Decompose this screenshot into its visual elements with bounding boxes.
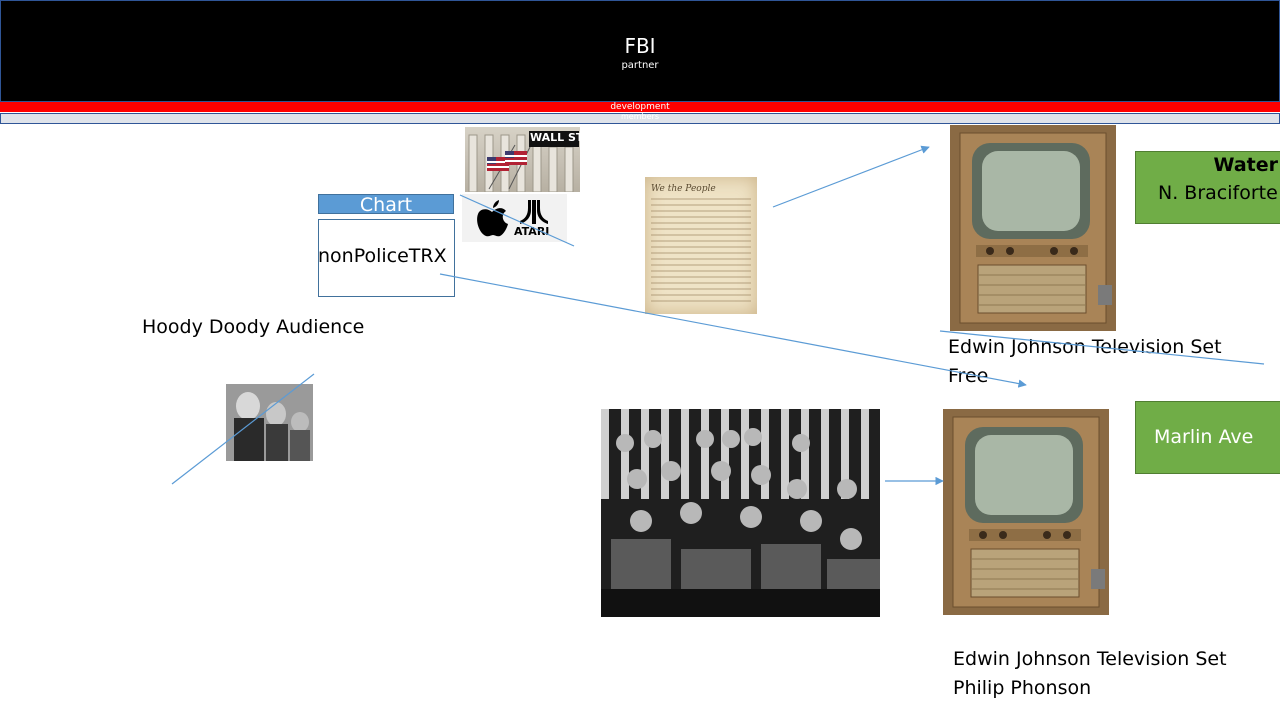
tv2-label-line2: Philip Phonson	[953, 677, 1092, 699]
red-bar	[0, 102, 1280, 112]
wall-street-sign-text: WALL ST	[530, 131, 584, 144]
header-subtitle: partner	[621, 60, 659, 71]
header-title: FBI	[624, 34, 656, 58]
television-set-image-2	[943, 409, 1109, 615]
chart-body-box[interactable]	[318, 219, 455, 297]
apple-atari-logos-image	[462, 194, 567, 242]
atari-logo-icon	[520, 200, 548, 224]
chart-header-box[interactable]: Chart	[318, 194, 454, 215]
marlin-ave-label: Marlin Ave	[1154, 426, 1254, 448]
chart-body-label: nonPoliceTRX	[318, 245, 447, 267]
connector-wallst-line	[459, 194, 575, 247]
atari-logo-text: ATARI	[514, 225, 550, 238]
connector-howdy-line	[171, 373, 315, 485]
water-title: Water	[1213, 154, 1278, 176]
audience-children-photo	[601, 409, 880, 617]
hoody-doody-audience-label: Hoody Doody Audience	[142, 316, 365, 338]
red-bar-label: development	[610, 102, 670, 112]
water-subtitle: N. Braciforte	[1158, 182, 1278, 204]
wall-street-image	[465, 127, 580, 192]
connector-chart-arrow	[439, 273, 1027, 388]
marlin-ave-box[interactable]: Marlin Ave	[1135, 401, 1280, 474]
connector-tv1-line	[939, 330, 1265, 365]
tv1-label-line2: Free	[948, 365, 989, 387]
apple-logo-icon	[477, 200, 508, 237]
constitution-document-image: We the People	[645, 177, 757, 314]
howdy-doody-photo	[226, 384, 313, 461]
tv2-label-line1: Edwin Johnson Television Set	[953, 648, 1227, 670]
connector-doc-arrow	[772, 145, 930, 208]
water-box[interactable]: Water N. Braciforte	[1135, 151, 1280, 224]
television-set-image-1	[950, 125, 1116, 331]
svg-text:We the People: We the People	[651, 184, 716, 194]
grey-bar-label: members	[621, 112, 659, 121]
header-bar	[0, 0, 1280, 102]
